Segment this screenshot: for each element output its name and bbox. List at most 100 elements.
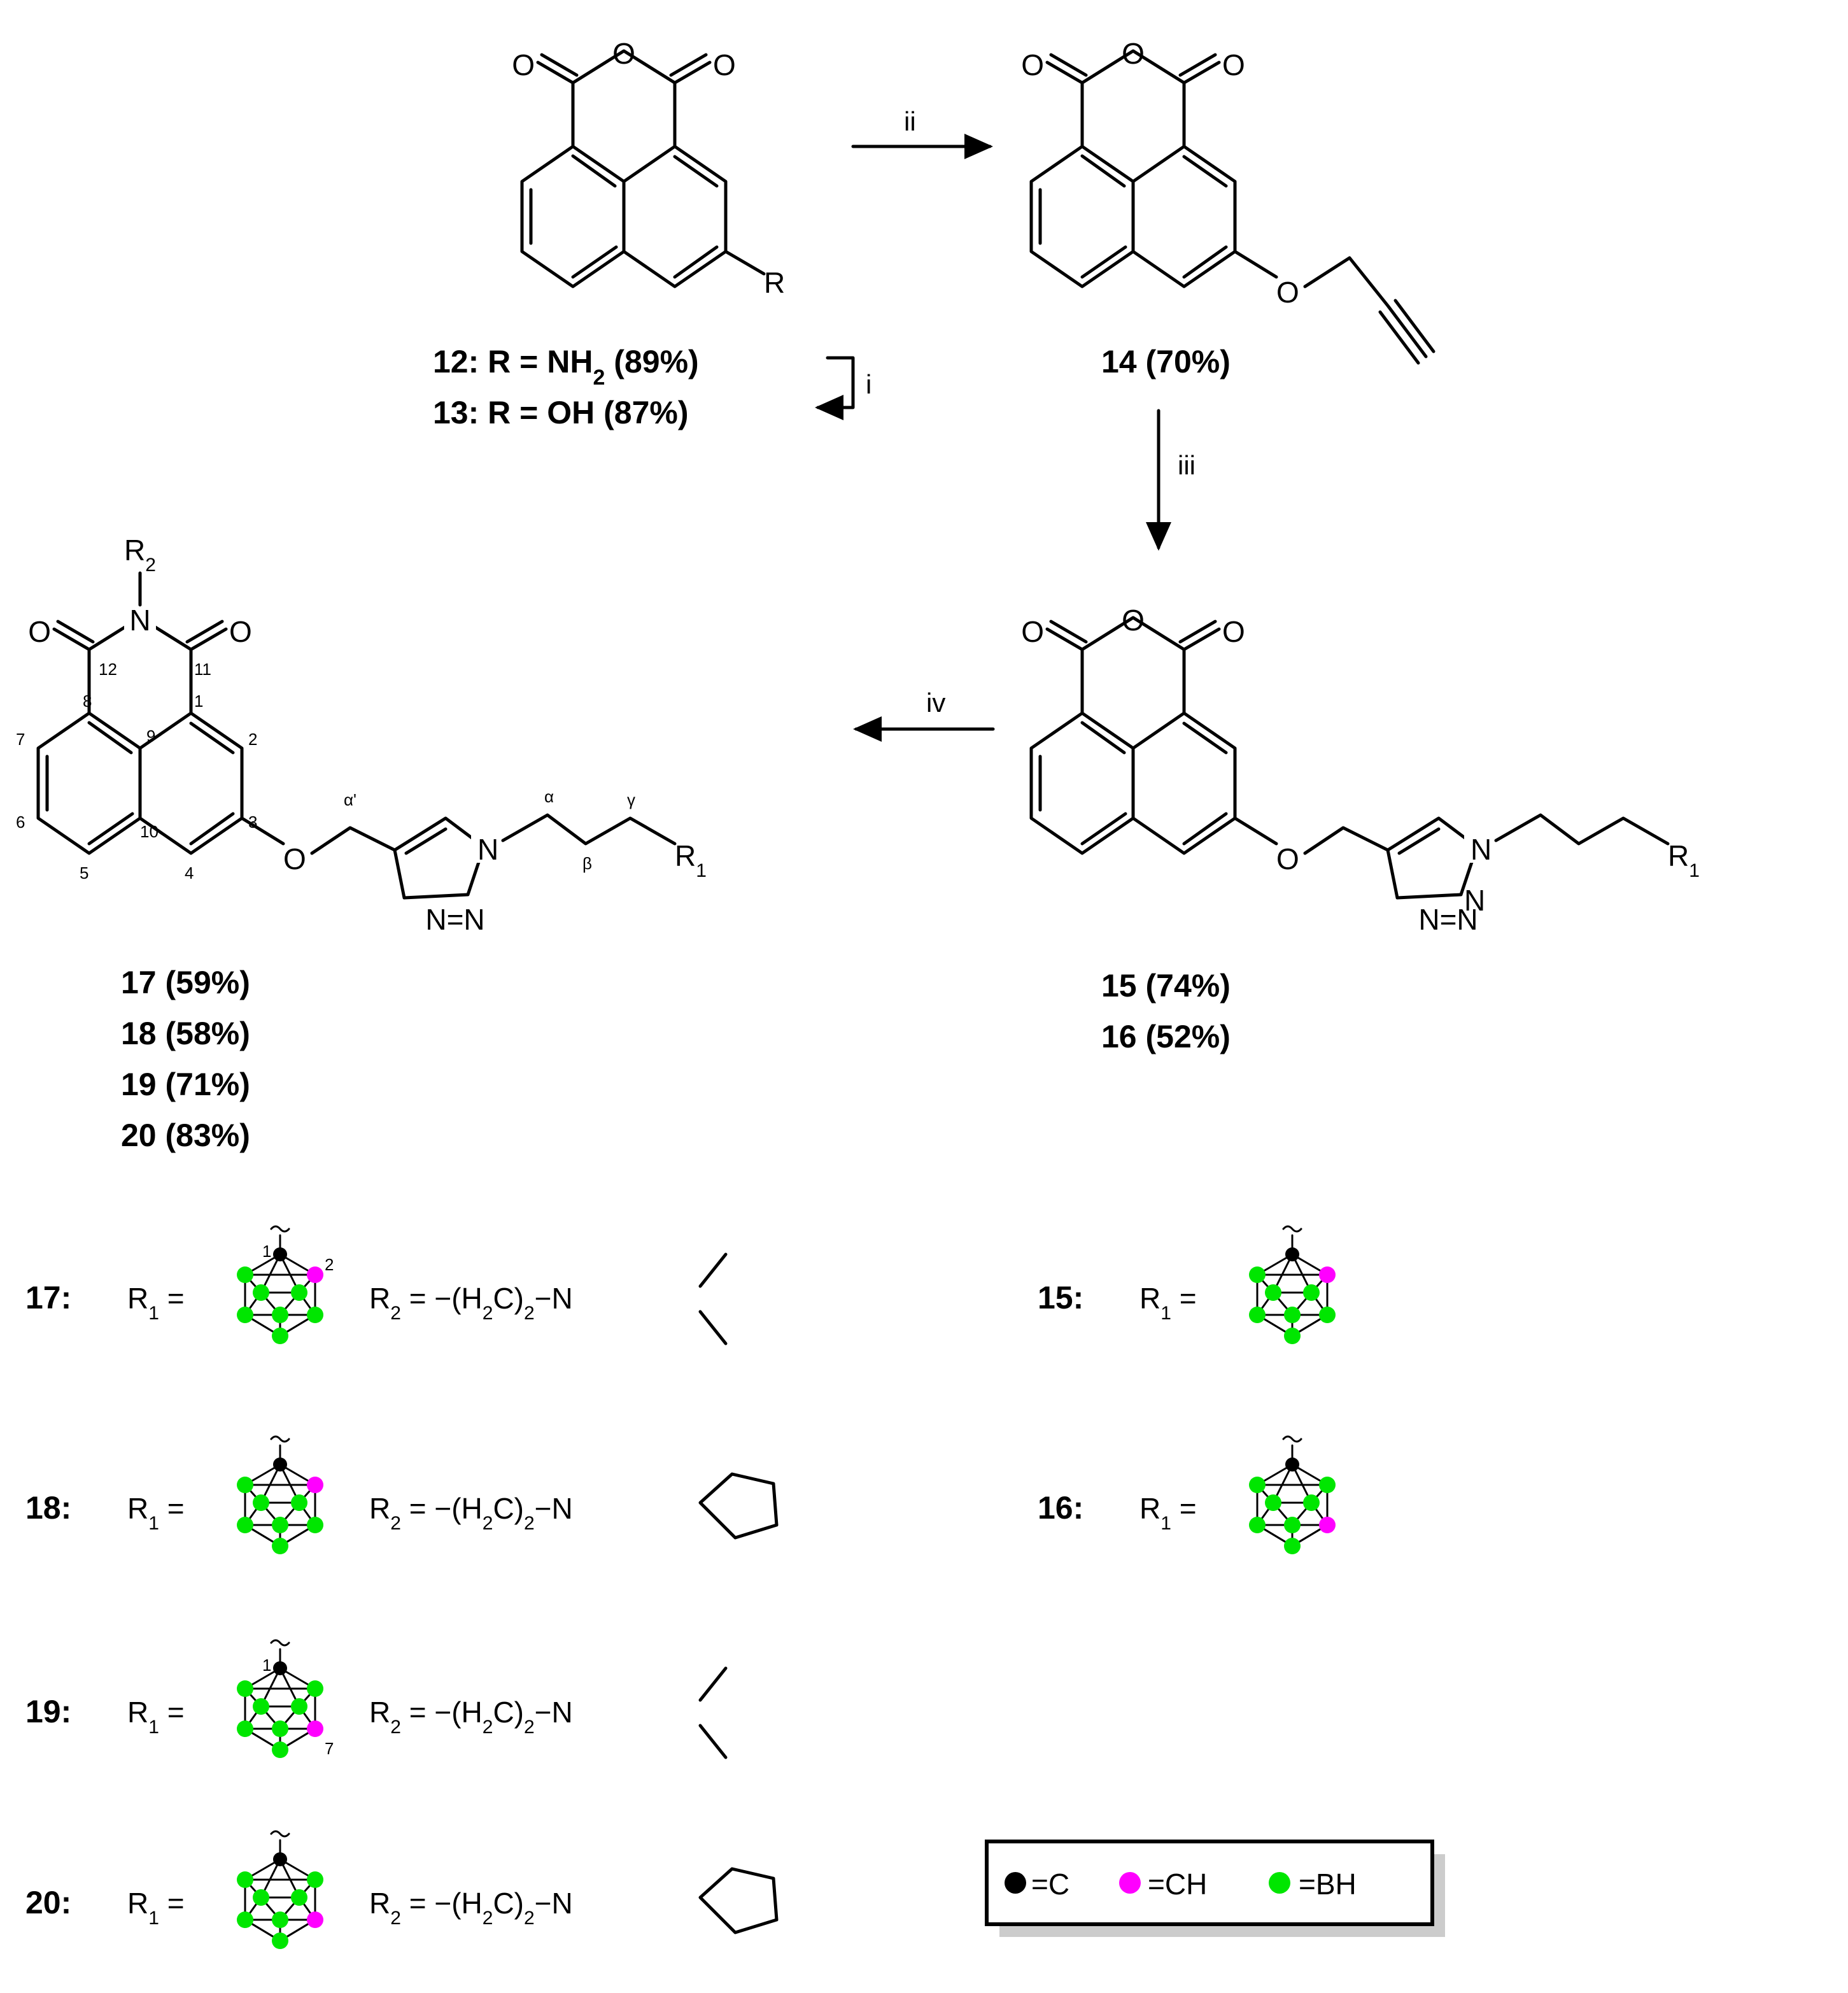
- svg-text:11: 11: [194, 660, 211, 679]
- carbon-atom: [273, 1852, 287, 1866]
- svg-text:10: 10: [140, 822, 159, 841]
- r2-label: R2 = −(H2C)2−N: [369, 1282, 573, 1324]
- substituent-row-16: 16:R1 =: [1038, 1435, 1336, 1554]
- svg-text:β: β: [582, 854, 592, 873]
- compound-17-20-structure: N R2 O O O N N=N R1 1 2 3 4 5 6 7 8 9 10…: [16, 534, 707, 936]
- ch-vertex: [1319, 1266, 1336, 1283]
- svg-text:γ: γ: [627, 790, 635, 809]
- row-id: 17:: [25, 1280, 71, 1316]
- step-i-label: i: [866, 369, 871, 399]
- compound-18-label: 18 (58%): [121, 1016, 250, 1051]
- svg-text:R: R: [764, 266, 785, 299]
- bh-vertex: [291, 1889, 307, 1906]
- svg-text:R2: R2: [124, 534, 156, 576]
- bh-vertex: [272, 1720, 288, 1737]
- bh-vertex: [272, 1911, 288, 1928]
- svg-text:2: 2: [248, 730, 257, 749]
- bh-vertex: [1319, 1307, 1336, 1323]
- row-id: 15:: [1038, 1280, 1083, 1316]
- ch-vertex: [1319, 1517, 1336, 1533]
- svg-text:O: O: [1222, 48, 1245, 82]
- ch-vertex: [307, 1720, 323, 1737]
- svg-text:N: N: [1464, 884, 1485, 917]
- compound-15-structure: O O O O N N N=N R1: [1021, 604, 1700, 936]
- bh-vertex: [1249, 1266, 1266, 1283]
- bh-vertex: [1284, 1538, 1301, 1554]
- compound-12-label: 12: R = NH2 (89%): [433, 344, 699, 390]
- carbon-atom: [273, 1661, 287, 1675]
- svg-text:O: O: [1122, 37, 1145, 70]
- r1-label: R1 =: [127, 1282, 185, 1324]
- bh-vertex: [237, 1911, 253, 1928]
- svg-text:N: N: [1471, 833, 1492, 866]
- svg-text:1: 1: [194, 692, 203, 711]
- bh-vertex: [272, 1517, 288, 1533]
- cage-position-label: 1: [262, 1242, 271, 1261]
- svg-text:7: 7: [16, 730, 25, 749]
- r2-label: R2 = −(H2C)2−N: [369, 1887, 573, 1929]
- step-i-arrow: [815, 356, 855, 420]
- svg-text:O: O: [1021, 615, 1044, 648]
- substituent-row-20: 20: R1 = R2 = −(H2C)2−N: [25, 1830, 779, 1949]
- carbon-atom: [1285, 1247, 1299, 1261]
- bh-vertex: [1303, 1284, 1320, 1301]
- compound-12-structure: O O O R: [512, 37, 785, 299]
- r1-label: R1 =: [1139, 1492, 1197, 1534]
- row-id: 19:: [25, 1694, 71, 1729]
- bh-vertex: [272, 1538, 288, 1554]
- svg-text:6: 6: [16, 812, 25, 832]
- svg-text:N=N: N=N: [1418, 903, 1478, 936]
- bh-vertex: [253, 1284, 269, 1301]
- cage-position-label: 1: [262, 1656, 271, 1675]
- svg-text:O: O: [612, 37, 635, 70]
- compound-13-label: 13: R = OH (87%): [433, 395, 689, 430]
- bh-vertex: [1303, 1494, 1320, 1511]
- cage-position-label: 7: [325, 1739, 334, 1758]
- r1-label: R1 =: [127, 1696, 185, 1738]
- svg-text:R1: R1: [1668, 839, 1700, 881]
- bh-vertex: [307, 1871, 323, 1888]
- svg-text:4: 4: [185, 863, 194, 883]
- svg-text:5: 5: [80, 863, 88, 883]
- compound-20-label: 20 (83%): [121, 1117, 250, 1153]
- bh-vertex: [1265, 1494, 1281, 1511]
- r1-label: R1 =: [1139, 1282, 1197, 1324]
- bh-vertex: [291, 1494, 307, 1511]
- legend-bh-dot: [1269, 1872, 1290, 1894]
- svg-text:O: O: [283, 842, 306, 876]
- row-id: 18:: [25, 1490, 71, 1526]
- carborane-cage: [1249, 1435, 1336, 1554]
- bh-vertex: [1284, 1328, 1301, 1344]
- bh-vertex: [272, 1307, 288, 1323]
- carborane-cage: 12: [237, 1225, 334, 1344]
- compound-17-label: 17 (59%): [121, 965, 250, 1000]
- substituent-table: 17: R1 = 12 R2 = −(H2C)2−N 18: R1 = R2 = −(H2C…: [25, 1225, 1336, 1949]
- legend-carbon-label: =C: [1031, 1868, 1069, 1901]
- bh-vertex: [237, 1266, 253, 1283]
- carbon-atom: [273, 1247, 287, 1261]
- bh-vertex: [272, 1741, 288, 1758]
- bh-vertex: [237, 1680, 253, 1697]
- compound-16-label: 16 (52%): [1101, 1019, 1231, 1054]
- svg-text:O: O: [512, 48, 535, 82]
- legend: =C =CH =BH: [985, 1840, 1445, 1937]
- step-iii-label: iii: [1178, 450, 1196, 480]
- svg-text:3: 3: [248, 812, 257, 832]
- svg-text:O: O: [1276, 842, 1299, 876]
- substituent-row-18: 18:R1 =R2 = −(H2C)2−N: [25, 1435, 779, 1554]
- bh-vertex: [253, 1494, 269, 1511]
- bh-vertex: [237, 1871, 253, 1888]
- row-id: 20:: [25, 1885, 71, 1920]
- svg-text:N: N: [129, 604, 150, 637]
- bh-vertex: [272, 1328, 288, 1344]
- bh-vertex: [1284, 1307, 1301, 1323]
- svg-text:O: O: [1276, 276, 1299, 309]
- step-ii-label: ii: [904, 106, 916, 136]
- r1-label: R1 =: [127, 1492, 185, 1534]
- bh-vertex: [1284, 1517, 1301, 1533]
- bh-vertex: [307, 1680, 323, 1697]
- svg-text:O: O: [229, 615, 252, 648]
- r1-label: R1 =: [127, 1887, 185, 1929]
